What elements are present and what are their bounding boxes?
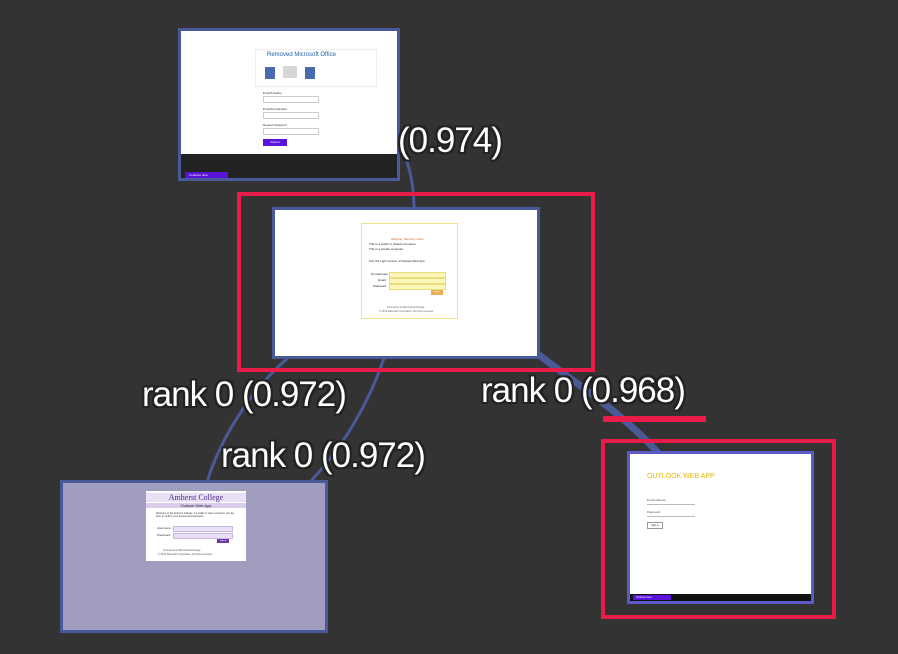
- node-4-footer-button[interactable]: Continue here: [633, 595, 671, 600]
- node-2-security-notice: Warning: Security notice: [391, 237, 424, 241]
- node-1-title: Removed Microsoft Office: [267, 52, 336, 58]
- node-2-light-version[interactable]: Use the Light version of Outlook Web App: [369, 259, 425, 263]
- node-4-field-label-1: Email address: [647, 498, 667, 502]
- node-1-field-label-1: Email/Usuario: [263, 91, 282, 95]
- node-4-field-label-2: Password: [647, 510, 661, 514]
- node-4-sign-in-button[interactable]: Sign in: [647, 522, 663, 529]
- node-2-field-label-2: Email:: [378, 278, 387, 282]
- node-4-thumbnail[interactable]: OUTLOOK WEB APP Email address Password S…: [627, 451, 814, 604]
- edge-label-n2-n3-a: rank 0 (0.972): [142, 375, 347, 414]
- node-2-field-label-1: Domain\user name:: [371, 272, 398, 276]
- node-2-sign-in-button[interactable]: Sign in: [431, 290, 443, 295]
- node-2-field-1[interactable]: [389, 272, 446, 278]
- node-1-thumbnail[interactable]: Removed Microsoft Office Email/Usuario E…: [178, 28, 400, 181]
- node-4-field-2[interactable]: [647, 516, 695, 517]
- wrench-icon: [265, 67, 275, 79]
- node-2-field-label-3: Password:: [373, 284, 388, 288]
- node-1-field-1[interactable]: [263, 96, 319, 103]
- node-3-thumbnail[interactable]: Amherst College Outlook Web App Welcome …: [60, 480, 328, 633]
- edge-label-n2-n4-underline: [603, 416, 706, 422]
- document-icon: [283, 66, 297, 78]
- node-2-login-panel: [361, 223, 458, 319]
- node-2-highlight: [237, 192, 595, 372]
- node-2-footer-line-2: © 2016 Microsoft Corporation. All rights…: [379, 310, 434, 313]
- tools-icon: [305, 67, 315, 79]
- edge-label-n2-n3-b: rank 0 (0.972): [221, 436, 426, 475]
- node-2-option-private[interactable]: This is a private computer: [369, 247, 404, 251]
- node-4-title: OUTLOOK WEB APP: [647, 473, 715, 480]
- node-2-field-3[interactable]: [389, 284, 446, 290]
- node-1-field-2[interactable]: [263, 112, 319, 119]
- node-1-field-label-2: Email/Contraseña: [263, 107, 287, 111]
- node-3-intro: Welcome to the Amherst College. If a pub…: [156, 512, 235, 518]
- edge-n2-n3-b: [308, 357, 386, 484]
- node-3-field-1[interactable]: [173, 526, 233, 532]
- node-4-footer: [630, 594, 811, 601]
- node-3-footer-line-1: Connected to Microsoft Exchange: [163, 549, 201, 552]
- edge-label-n1-n2: (0.974): [398, 121, 503, 160]
- node-2-field-2[interactable]: [389, 278, 446, 284]
- node-3-subtitle: Outlook Web App: [146, 503, 246, 508]
- node-3-sign-in-button[interactable]: Sign in: [217, 539, 229, 543]
- node-4-highlight: [601, 439, 836, 619]
- edge-n1-n2: [398, 144, 416, 211]
- node-4-field-1[interactable]: [647, 504, 695, 505]
- node-2-thumbnail[interactable]: Warning: Security notice This is a publi…: [272, 207, 540, 359]
- node-1-field-3[interactable]: [263, 128, 319, 135]
- node-3-field-2[interactable]: [173, 533, 233, 539]
- node-2-footer-line-1: Connected to Microsoft Exchange: [387, 306, 425, 309]
- node-3-field-label-1: Username:: [157, 526, 172, 530]
- node-3-field-label-2: Password:: [157, 533, 172, 537]
- node-3-college-name: Amherst College: [146, 493, 246, 502]
- node-1-banner: [255, 49, 377, 87]
- node-1-footer-button[interactable]: Continue here: [185, 172, 228, 178]
- node-1-field-label-3: Repeat Password: [263, 123, 287, 127]
- node-2-option-public[interactable]: This is a public or shared computer: [369, 242, 416, 246]
- node-1-submit-button[interactable]: Submit: [263, 139, 287, 146]
- node-3-footer-line-2: © 2010 Microsoft Corporation. All rights…: [158, 553, 213, 556]
- edge-label-n2-n4: rank 0 (0.968): [481, 371, 686, 410]
